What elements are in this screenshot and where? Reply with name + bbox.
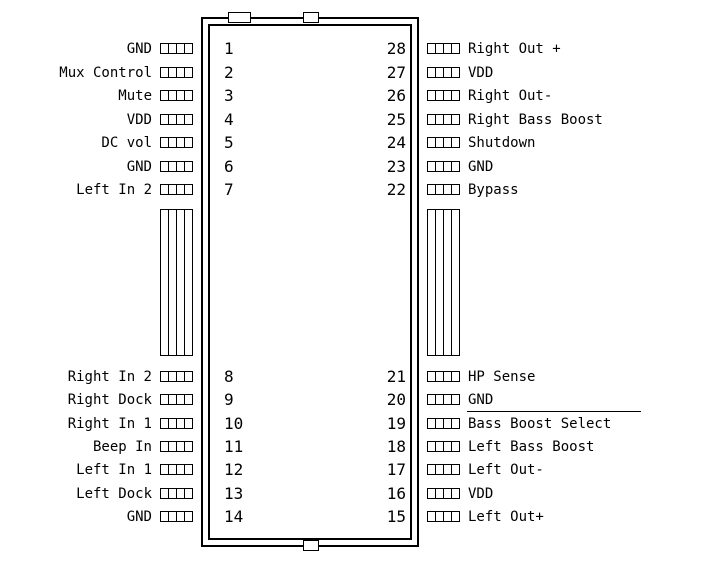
pin-pad (160, 418, 193, 429)
pin-label: Mute (118, 88, 152, 104)
pin-pad (160, 67, 193, 78)
pin-number: 4 (224, 110, 234, 129)
pin-label: Bass Boost Select (468, 416, 612, 432)
pin-pad (160, 511, 193, 522)
pin-label: Right Bass Boost (468, 112, 603, 128)
pin-label: Left In 1 (76, 462, 152, 478)
pin-number: 21 (386, 367, 406, 386)
pin-pad (427, 137, 460, 148)
pin-number: 7 (224, 180, 234, 199)
pin-pad (160, 371, 193, 382)
pin-pad (160, 464, 193, 475)
pin-label: GND (126, 509, 152, 525)
pin-pad (427, 114, 460, 125)
pin-pad (427, 67, 460, 78)
pin-label: VDD (126, 112, 152, 128)
pin-pad (427, 441, 460, 452)
pin-number: 9 (224, 390, 234, 409)
pin-number: 24 (386, 133, 406, 152)
pin-pad (160, 161, 193, 172)
pin-pad (427, 488, 460, 499)
pin-label: Left Bass Boost (468, 439, 595, 455)
pin-number: 25 (386, 110, 406, 129)
pin-label: HP Sense (468, 369, 536, 385)
pin-pad (160, 90, 193, 101)
pin-pad (427, 43, 460, 54)
pin-number: 10 (224, 414, 244, 433)
pin-label: Right Out- (468, 88, 553, 104)
pin-number: 17 (386, 460, 406, 479)
pin-pad (427, 511, 460, 522)
pin-label: GND (126, 41, 152, 57)
pin-label: Left In 2 (76, 182, 152, 198)
pin-number: 22 (386, 180, 406, 199)
pin-number: 26 (386, 86, 406, 105)
pin-label: GND (468, 392, 494, 408)
pin-label: VDD (468, 486, 494, 502)
pin-label: Left Out+ (468, 509, 544, 525)
pin-number: 5 (224, 133, 234, 152)
right-center-pad (427, 209, 460, 356)
pin-number: 18 (386, 437, 406, 456)
pin-pad (427, 418, 460, 429)
pin-label: GND (468, 159, 494, 175)
pin-pad (160, 394, 193, 405)
pin-label: Right Dock (67, 392, 152, 408)
pin-number: 23 (386, 157, 406, 176)
pin-number: 2 (224, 63, 234, 82)
pin-number: 19 (386, 414, 406, 433)
pin-number: 11 (224, 437, 244, 456)
pin-pad (427, 161, 460, 172)
pin-number: 15 (386, 507, 406, 526)
pin-label: Left Dock (76, 486, 152, 502)
pin-label: Bypass (468, 182, 519, 198)
pin-label: GND (126, 159, 152, 175)
pin-label: VDD (468, 65, 494, 81)
pin-pad (160, 137, 193, 148)
pin-pad (427, 184, 460, 195)
pin-number: 14 (224, 507, 244, 526)
pin-number: 1 (224, 39, 234, 58)
pin-label: DC vol (101, 135, 152, 151)
bass-boost-select-overline (467, 411, 641, 412)
pin-pad (427, 90, 460, 101)
pin-number: 27 (386, 63, 406, 82)
pin-number: 3 (224, 86, 234, 105)
pin-number: 8 (224, 367, 234, 386)
pin-pad (160, 488, 193, 499)
chip-top-tab-left (228, 12, 251, 23)
pin-number: 12 (224, 460, 244, 479)
pin-number: 13 (224, 484, 244, 503)
pin-pad (160, 43, 193, 54)
chip-body-inner-outline (208, 24, 412, 540)
pin-label: Right In 1 (67, 416, 152, 432)
pin-pad (427, 371, 460, 382)
pin-number: 28 (386, 39, 406, 58)
pin-pad (427, 394, 460, 405)
pin-label: Mux Control (59, 65, 152, 81)
pin-pad (160, 441, 193, 452)
pin-pad (427, 464, 460, 475)
pin-number: 20 (386, 390, 406, 409)
left-center-pad (160, 209, 193, 356)
pin-label: Beep In (92, 439, 152, 455)
pin-number: 16 (386, 484, 406, 503)
chip-top-tab-right (303, 12, 319, 23)
pin-label: Shutdown (468, 135, 536, 151)
chip-body-outline (201, 17, 419, 547)
pin-label: Right Out + (468, 41, 561, 57)
pin-label: Left Out- (468, 462, 544, 478)
pin-pad (160, 114, 193, 125)
pin-number: 6 (224, 157, 234, 176)
pin-pad (160, 184, 193, 195)
chip-bottom-tab (303, 540, 319, 551)
pin-label: Right In 2 (67, 369, 152, 385)
